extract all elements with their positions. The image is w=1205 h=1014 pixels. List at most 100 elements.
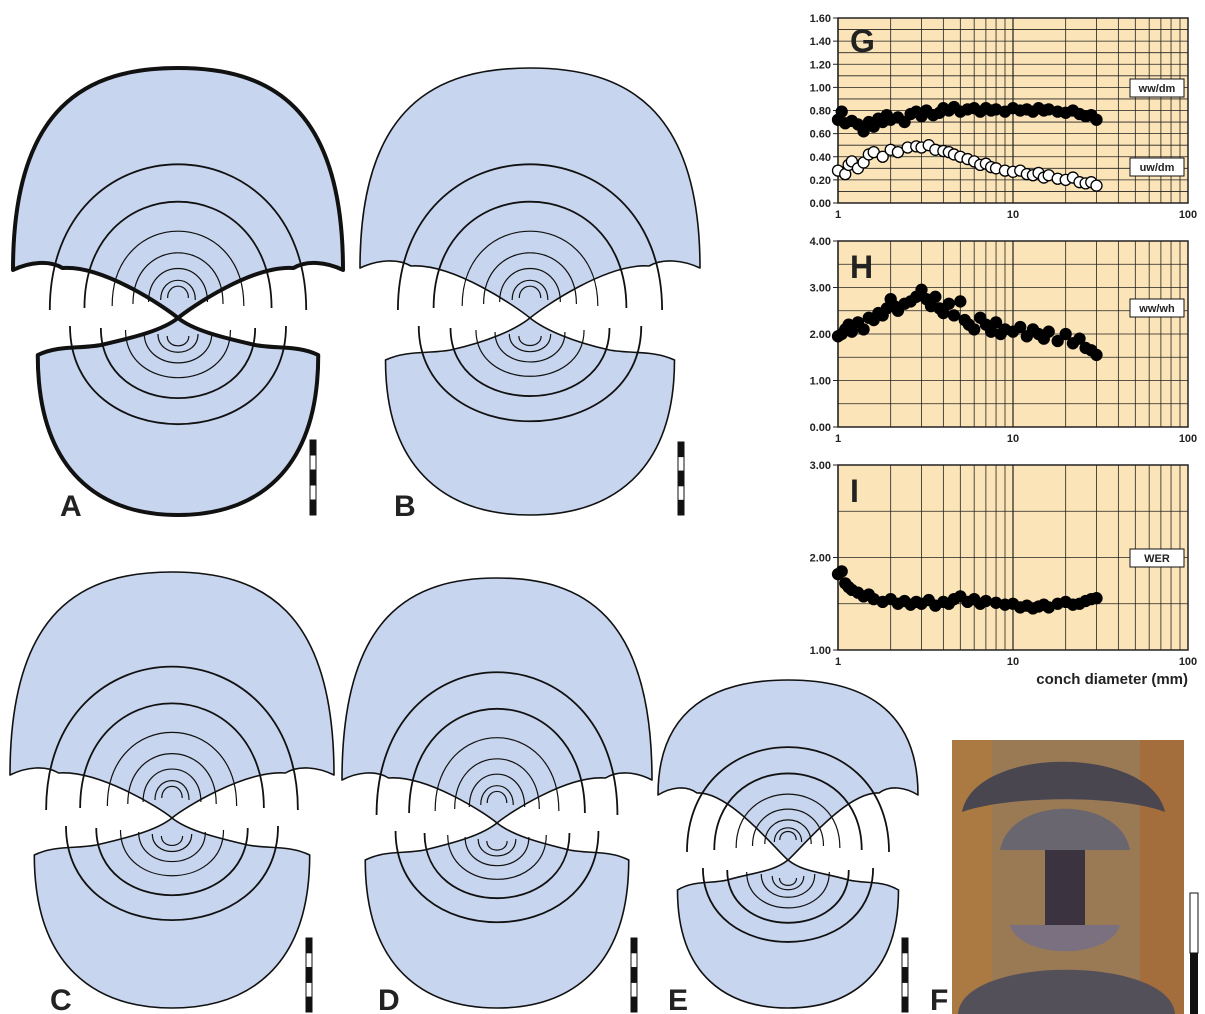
scale-bar: [901, 937, 909, 1013]
x-tick-label: 10: [1007, 656, 1019, 668]
data-point: [1090, 592, 1103, 605]
series-ww-dm: [831, 100, 1103, 138]
scale-bar-segment: [305, 996, 313, 1013]
inner-whorl-arc: [142, 768, 202, 803]
data-point: [929, 290, 942, 303]
inner-whorl-arc: [99, 327, 257, 399]
data-point: [898, 115, 911, 129]
inner-whorl-arc: [464, 836, 530, 867]
y-tick-label: 2.00: [810, 329, 831, 341]
inner-whorl-arc: [518, 285, 542, 299]
y-tick-label: 1.60: [810, 13, 831, 25]
y-tick-label: 4.00: [810, 236, 831, 248]
inner-whorl-arc: [508, 333, 552, 353]
fossil-photo: [952, 740, 1199, 1014]
inner-whorl-arc: [764, 819, 812, 845]
photo-upper-whorl: [962, 761, 1165, 812]
y-tick-label: 1.00: [810, 376, 831, 388]
inner-whorl-arc: [106, 731, 238, 807]
inner-whorl-arc: [746, 871, 830, 909]
inner-whorl-arc: [48, 163, 308, 311]
legend-label: uw/dm: [1140, 162, 1175, 174]
photo-scale-bar-white: [1189, 892, 1199, 954]
inner-whorl-arc: [143, 331, 213, 364]
inner-whorl-arc: [397, 163, 663, 311]
inner-whorl-arc: [151, 833, 193, 853]
inner-whorl-arc: [771, 875, 805, 891]
data-point: [947, 309, 961, 322]
scale-bar-segment: [305, 981, 313, 998]
data-point: [989, 316, 1003, 329]
inner-whorl-arc: [449, 327, 611, 397]
inner-whorl-arc: [482, 252, 578, 305]
inner-whorl-arc: [432, 200, 628, 309]
inner-whorl-arc: [486, 840, 508, 851]
data-point: [835, 565, 848, 578]
legend-label: ww/wh: [1138, 303, 1175, 315]
y-tick-label: 0.80: [810, 106, 831, 118]
inner-whorl-arc: [518, 335, 542, 347]
data-point: [1051, 334, 1064, 348]
scale-bar-segment: [677, 499, 685, 516]
scale-bar: [305, 937, 313, 1013]
lower-whorl-outline: [33, 817, 311, 1009]
inner-whorl-arc: [447, 834, 547, 880]
shell-cross-section-c: [9, 571, 335, 1009]
scale-bar-segment: [305, 967, 313, 983]
scale-bar-segment: [305, 952, 313, 969]
inner-whorl-arc: [160, 279, 196, 301]
y-tick-label: 3.00: [810, 283, 831, 295]
legend-label: WER: [1144, 553, 1170, 565]
x-tick-label: 10: [1007, 433, 1019, 445]
x-tick-label: 100: [1179, 656, 1197, 668]
inner-whorl-arc: [461, 230, 599, 307]
inner-whorl-arc: [477, 838, 517, 857]
lower-whorl-outline: [35, 316, 321, 517]
panel-label-e: E: [668, 984, 688, 1014]
scale-bar-segment: [630, 996, 638, 1013]
scale-bar-segment: [305, 937, 313, 954]
inner-whorl-arc: [494, 331, 566, 363]
inner-whorl-arc: [486, 790, 508, 804]
inner-whorl-arc: [511, 279, 549, 301]
upper-whorl-outline: [657, 679, 919, 861]
photo-matrix-right: [1140, 740, 1184, 1014]
y-tick-label: 1.40: [810, 36, 831, 48]
photo-siphuncle-column: [1045, 850, 1085, 925]
y-tick-label: 0.20: [810, 175, 831, 187]
x-tick-label: 10: [1007, 209, 1019, 221]
y-tick-label: 3.00: [810, 460, 831, 472]
data-point: [1042, 325, 1055, 338]
inner-whorl-arc: [735, 793, 841, 849]
scale-bar-segment: [901, 981, 909, 998]
data-point: [1090, 113, 1103, 126]
photo-inner-whorl: [1000, 808, 1130, 850]
photo-lower-whorl: [958, 969, 1175, 1014]
data-point: [1014, 320, 1027, 334]
inner-whorl-arc: [394, 830, 600, 924]
data-point: [954, 295, 967, 308]
shell-cross-section-b: [359, 67, 701, 516]
inner-whorl-arc: [83, 200, 273, 309]
inner-whorl-arc: [713, 772, 863, 851]
inner-whorl-arc: [726, 869, 850, 924]
inner-whorl-arc: [138, 831, 206, 863]
shell-diagrams: [9, 66, 919, 1009]
inner-whorl-arc: [95, 827, 249, 896]
inner-whorl-arc: [132, 252, 224, 305]
x-tick-label: 100: [1179, 433, 1197, 445]
legend-box: [1129, 548, 1185, 568]
data-point: [1090, 348, 1103, 362]
inner-whorl-arc: [160, 835, 184, 847]
scale-bar-segment: [309, 499, 317, 516]
panel-label-c: C: [50, 984, 72, 1014]
shell-cross-section-d: [341, 577, 653, 1009]
data-point: [835, 105, 848, 118]
chart-panel-label: I: [850, 473, 859, 509]
y-tick-label: 2.00: [810, 553, 831, 565]
